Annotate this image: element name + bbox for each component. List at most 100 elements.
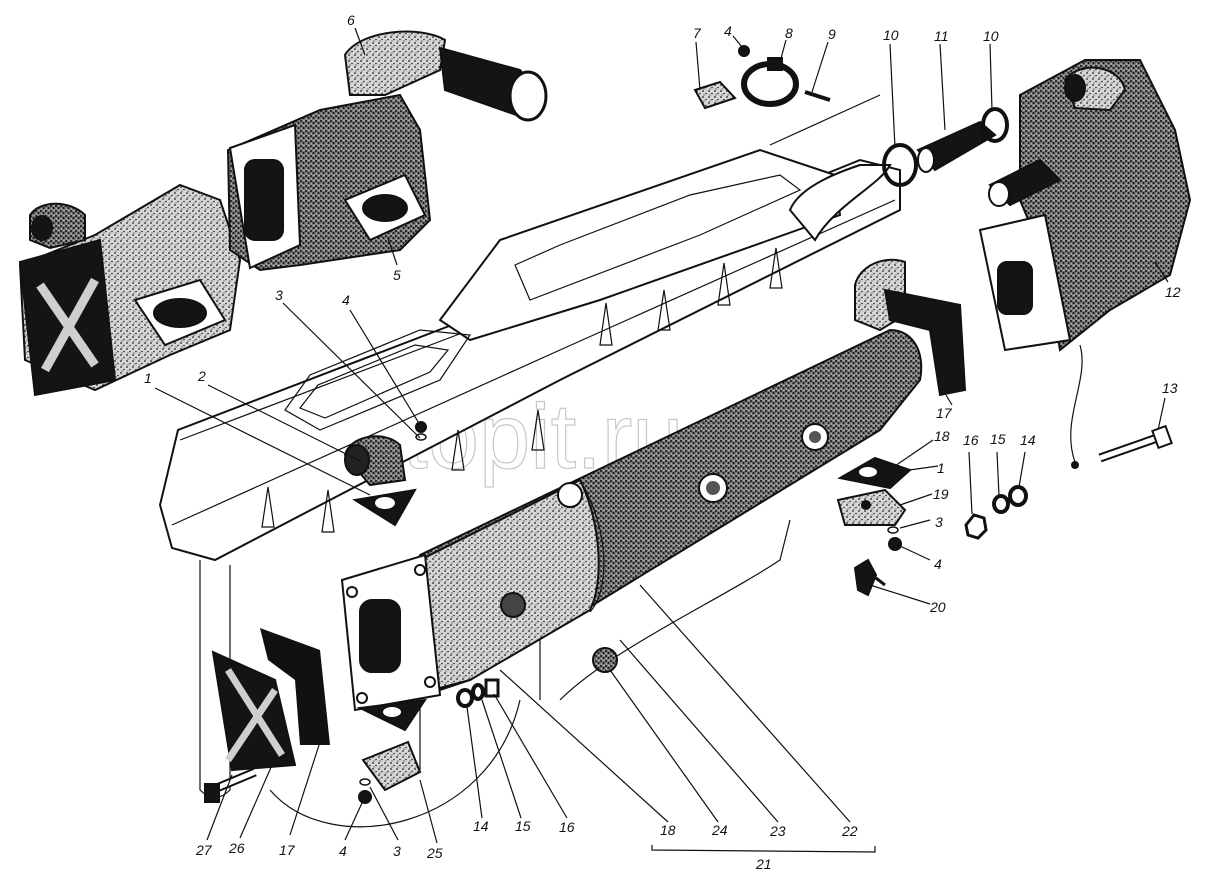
callout-5: 5 <box>393 267 401 283</box>
callout-3-right: 3 <box>935 514 943 530</box>
leader-4-right <box>899 545 931 561</box>
cover-plate-26 <box>211 650 297 772</box>
leader-10-right <box>989 43 993 111</box>
callout-1-right: 1 <box>937 460 945 476</box>
clamp-half-7 <box>693 80 737 110</box>
leader-14-right <box>1018 451 1026 488</box>
left-heat-exchanger-housing <box>18 183 242 397</box>
callout-22: 22 <box>841 823 858 839</box>
callout-24: 24 <box>711 822 728 838</box>
plate-19 <box>836 488 907 526</box>
leader-27 <box>206 774 233 841</box>
leader-11 <box>939 43 946 131</box>
leader-13 <box>1157 397 1166 431</box>
callout-7: 7 <box>693 25 702 41</box>
group-line-clamp <box>769 94 881 146</box>
callout-16-right: 16 <box>963 432 979 448</box>
leader-19 <box>899 493 933 506</box>
leader-16-lower <box>493 693 568 819</box>
callout-4-clamp: 4 <box>724 23 732 39</box>
leader-12 <box>1154 261 1169 283</box>
leader-25 <box>419 779 438 844</box>
leader-3-top <box>282 302 421 439</box>
callout-14-right: 14 <box>1020 432 1036 448</box>
leader-10-left <box>889 43 896 149</box>
leader-18-lower <box>499 669 669 823</box>
callout-26: 26 <box>228 840 245 856</box>
leader-4-top <box>349 309 421 426</box>
callout-labels: 1 2 3 4 5 6 7 4 8 9 10 11 10 12 13 17 18… <box>144 12 1181 872</box>
callout-17-rear: 17 <box>936 405 953 421</box>
leader-5 <box>387 237 398 266</box>
gasket-1-left <box>352 488 417 527</box>
callout-10-right: 10 <box>983 28 999 44</box>
leader-26 <box>239 764 273 839</box>
callout-3-top: 3 <box>275 287 283 303</box>
nut-4-right <box>888 537 902 551</box>
callout-1-left: 1 <box>144 370 152 386</box>
leader-16-right <box>968 451 973 515</box>
leader-18-right <box>894 439 934 467</box>
leader-8 <box>779 39 787 63</box>
leader-lines <box>154 27 1169 853</box>
callout-18-lower: 18 <box>660 822 676 838</box>
leader-15-lower <box>481 699 522 819</box>
callout-18-right: 18 <box>934 428 950 444</box>
gasket-1-lower <box>356 698 428 732</box>
nut-4-left-top <box>415 421 427 433</box>
clamp-ring-8 <box>741 57 799 107</box>
leader-14-lower <box>466 706 483 819</box>
washer-15-right <box>992 494 1010 514</box>
washer-3-lower <box>359 778 371 786</box>
leader-2 <box>207 384 363 463</box>
callout-14-lower: 14 <box>473 818 489 834</box>
nut-4-lower <box>358 790 372 804</box>
leader-20 <box>869 584 931 605</box>
leader-3-right <box>899 519 931 529</box>
plug-24 <box>592 647 618 673</box>
drain-cock-20 <box>853 558 886 597</box>
callout-13: 13 <box>1162 380 1178 396</box>
plate-25 <box>361 740 422 792</box>
leader-23 <box>619 639 779 823</box>
callout-15-right: 15 <box>990 431 1006 447</box>
washer-14-right <box>1008 485 1028 507</box>
washer-3-right <box>887 526 899 534</box>
leader-1-right <box>894 465 939 473</box>
leader-17-lower <box>289 741 321 836</box>
callout-8: 8 <box>785 25 793 41</box>
callout-6: 6 <box>347 12 355 28</box>
callout-10-left: 10 <box>883 27 899 43</box>
nut-4-top <box>738 45 750 57</box>
callout-23: 23 <box>769 823 786 839</box>
right-heat-exchanger-housing-12 <box>978 59 1192 469</box>
callout-12: 12 <box>1165 284 1181 300</box>
callout-17-lower: 17 <box>279 842 296 858</box>
leader-9 <box>811 41 829 93</box>
callout-15-lower: 15 <box>515 818 531 834</box>
callout-21: 21 <box>755 856 772 872</box>
callout-27: 27 <box>195 842 213 858</box>
bolt-9 <box>804 90 831 102</box>
callout-11: 11 <box>934 28 949 44</box>
bolt-13 <box>1098 424 1173 463</box>
gasket-17-lower <box>260 628 330 745</box>
leader-24 <box>609 669 719 823</box>
washer-15-lower <box>471 683 485 701</box>
leader-15-right <box>996 451 1000 497</box>
hose-clamp-10-right <box>981 107 1009 143</box>
callout-2: 2 <box>197 368 206 384</box>
callout-3-lower: 3 <box>393 843 401 859</box>
leader-3-lower <box>369 786 399 841</box>
leader-6 <box>354 27 366 56</box>
nut-16-right <box>964 513 988 540</box>
callout-20: 20 <box>929 599 946 615</box>
callout-16-lower: 16 <box>559 819 575 835</box>
leader-4-lower <box>344 802 363 841</box>
callout-4-top: 4 <box>342 292 350 308</box>
hose-clamp-10-left <box>882 143 918 187</box>
callout-9: 9 <box>828 26 836 42</box>
leader-22 <box>639 584 851 823</box>
